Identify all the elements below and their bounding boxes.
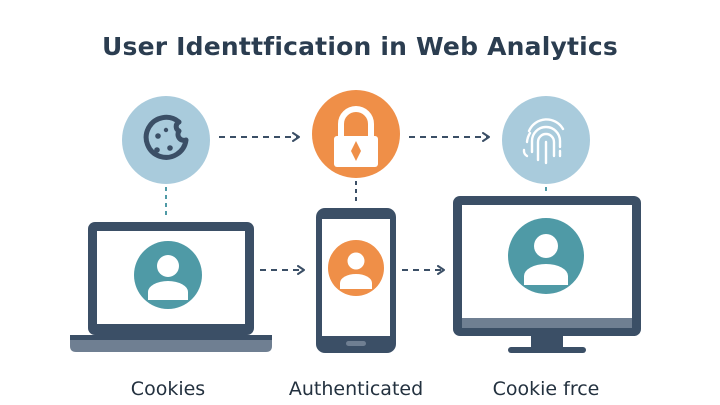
caption-cookies: Cookies bbox=[130, 378, 206, 400]
user-avatar-icon bbox=[328, 240, 384, 296]
desktop-monitor bbox=[453, 196, 641, 353]
padlock-icon bbox=[312, 90, 400, 178]
laptop-device bbox=[70, 222, 272, 352]
diagram-title: User Identtfication in Web Analytics bbox=[102, 32, 618, 61]
user-avatar-icon bbox=[134, 241, 202, 309]
caption-cookie-free: Cookie frce bbox=[492, 378, 600, 400]
cookie-icon bbox=[122, 96, 210, 184]
caption-authenticated: Authenticated bbox=[288, 378, 424, 400]
phone-device bbox=[316, 208, 396, 353]
user-avatar-icon bbox=[508, 218, 584, 294]
fingerprint-icon bbox=[502, 96, 590, 184]
